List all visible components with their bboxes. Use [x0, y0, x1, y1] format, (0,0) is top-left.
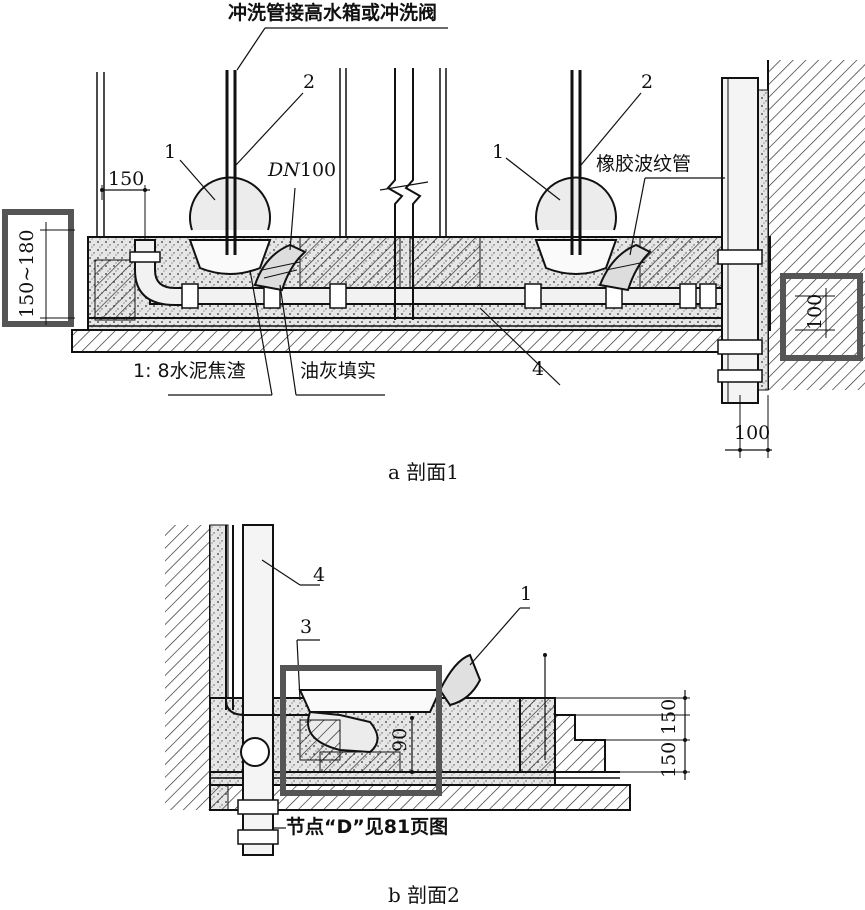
dim-150-a: 150 — [108, 168, 145, 190]
hatch-block-a1 — [299, 236, 401, 293]
highlight-box-node-d — [280, 665, 442, 796]
floor-slab-a — [71, 329, 768, 353]
highlight-box-left-dim — [2, 209, 74, 327]
highlight-box-right-dim — [780, 273, 863, 361]
dn-label: DN100 — [268, 161, 336, 180]
caption-a: a 剖面1 — [388, 460, 460, 484]
central-pipe-a — [386, 68, 404, 320]
squat-toilet-b — [298, 653, 482, 761]
step-b — [519, 697, 606, 773]
label-1-left: 1 — [164, 141, 177, 163]
cement-label: 1: 8水泥焦渣 — [133, 360, 246, 382]
node-d-note: 节点“D”见81页图 — [286, 816, 449, 838]
dim-100-right: 100 — [804, 293, 826, 330]
dn-prefix: DN — [268, 159, 300, 181]
section-b — [165, 524, 690, 856]
putty-label: 油灰填实 — [300, 360, 377, 382]
hatch-block-a3 — [639, 236, 731, 293]
rubber-pipe-label: 橡胶波纹管 — [596, 153, 692, 175]
drain-pipe-a — [149, 287, 751, 305]
label-4-b: 4 — [313, 564, 326, 586]
flush-pipe-note: 冲洗管接高水箱或冲洗阀 — [228, 2, 438, 24]
hatch-block-a4 — [94, 259, 136, 321]
dim-150-180: 150~180 — [16, 229, 38, 318]
squat-toilet-right-a — [534, 70, 652, 292]
left-wall-b — [165, 525, 210, 810]
dn-value: 100 — [299, 159, 337, 181]
dim-150-top: 150 — [658, 698, 680, 735]
caption-b: b 剖面2 — [388, 883, 460, 907]
label-1-b: 1 — [520, 583, 533, 605]
label-2-right: 2 — [641, 71, 654, 93]
dim-150-bottom: 150 — [658, 741, 680, 778]
dim-90: 90 — [389, 727, 411, 752]
label-2-left: 2 — [303, 71, 316, 93]
label-4-a: 4 — [532, 358, 545, 380]
label-3-b: 3 — [300, 616, 313, 638]
dim-100-bottom: 100 — [734, 422, 771, 444]
hatch-block-a2 — [409, 236, 481, 293]
squat-toilet-left-a — [188, 70, 307, 292]
label-1-right: 1 — [492, 141, 505, 163]
section-a — [2, 27, 865, 458]
